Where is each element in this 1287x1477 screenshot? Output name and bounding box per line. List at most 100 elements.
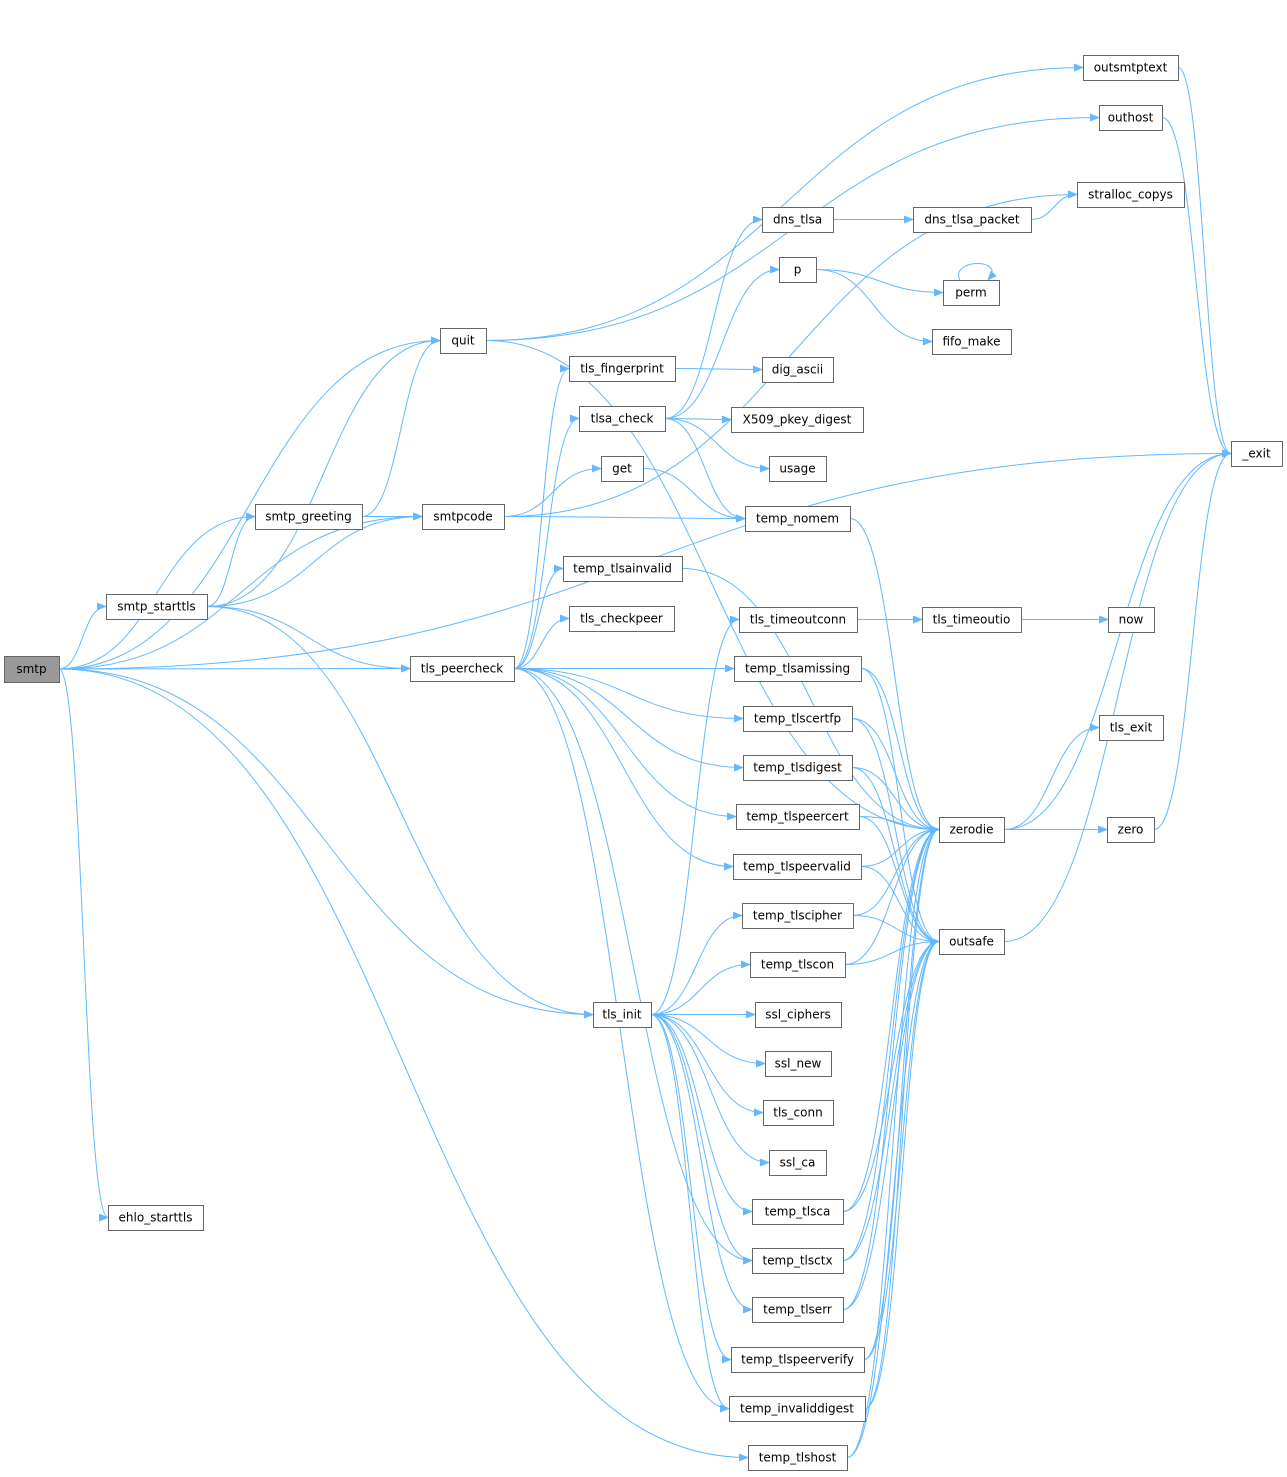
node-box-tls_exit[interactable] <box>1099 715 1164 741</box>
node-box-dns_tlsa[interactable] <box>762 207 834 233</box>
node-temp_tlspeerverify[interactable]: temp_tlspeerverify <box>731 1347 865 1373</box>
node-temp_tlserr[interactable]: temp_tlserr <box>752 1297 844 1323</box>
node-box-perm[interactable] <box>943 280 1000 306</box>
node-box-temp_tlshost[interactable] <box>748 1445 848 1471</box>
node-box-outsafe[interactable] <box>939 929 1005 955</box>
node-box-_exit[interactable] <box>1231 441 1283 467</box>
node-box-p[interactable] <box>779 257 817 283</box>
node-box-smtpcode[interactable] <box>422 504 505 530</box>
node-ssl_ca[interactable]: ssl_ca <box>769 1150 827 1176</box>
node-fifo_make[interactable]: fifo_make <box>932 329 1012 355</box>
node-box-temp_tlserr[interactable] <box>752 1297 844 1323</box>
node-smtp_starttls[interactable]: smtp_starttls <box>106 594 208 620</box>
node-temp_tlsctx[interactable]: temp_tlsctx <box>752 1248 844 1274</box>
node-box-tls_peercheck[interactable] <box>410 656 515 682</box>
node-box-smtp_starttls[interactable] <box>106 594 208 620</box>
node-now[interactable]: now <box>1108 607 1155 633</box>
node-box-ehlo_starttls[interactable] <box>108 1205 204 1231</box>
node-stralloc_copys[interactable]: stralloc_copys <box>1077 182 1185 208</box>
node-box-temp_tlscertfp[interactable] <box>743 706 853 732</box>
node-box-temp_tlscon[interactable] <box>750 952 846 978</box>
node-temp_tlspeervalid[interactable]: temp_tlspeervalid <box>733 854 862 880</box>
node-ssl_ciphers[interactable]: ssl_ciphers <box>755 1002 842 1028</box>
node-box-ssl_ca[interactable] <box>769 1150 827 1176</box>
node-box-quit[interactable] <box>440 328 487 354</box>
node-temp_invaliddigest[interactable]: temp_invaliddigest <box>729 1396 866 1422</box>
node-temp_tlsca[interactable]: temp_tlsca <box>752 1199 844 1225</box>
node-box-temp_tlsctx[interactable] <box>752 1248 844 1274</box>
node-box-now[interactable] <box>1108 607 1155 633</box>
node-outhost[interactable]: outhost <box>1099 105 1163 131</box>
node-outsmtptext[interactable]: outsmtptext <box>1083 55 1179 81</box>
node-box-ssl_ciphers[interactable] <box>755 1002 842 1028</box>
node-box-temp_tlspeervalid[interactable] <box>733 854 862 880</box>
node-box-fifo_make[interactable] <box>932 329 1012 355</box>
node-tls_timeoutconn[interactable]: tls_timeoutconn <box>739 607 858 633</box>
node-box-X509_pkey_digest[interactable] <box>731 407 864 433</box>
node-dns_tlsa[interactable]: dns_tlsa <box>762 207 834 233</box>
node-p[interactable]: p <box>779 257 817 283</box>
node-tls_timeoutio[interactable]: tls_timeoutio <box>922 607 1022 633</box>
node-outsafe[interactable]: outsafe <box>939 929 1005 955</box>
node-box-ssl_new[interactable] <box>765 1051 832 1077</box>
node-box-dns_tlsa_packet[interactable] <box>913 207 1032 233</box>
node-quit[interactable]: quit <box>440 328 487 354</box>
node-box-tls_init[interactable] <box>593 1002 652 1028</box>
node-_exit[interactable]: _exit <box>1231 441 1283 467</box>
node-box-tls_timeoutio[interactable] <box>922 607 1022 633</box>
node-temp_tlscertfp[interactable]: temp_tlscertfp <box>743 706 853 732</box>
node-temp_tlsamissing[interactable]: temp_tlsamissing <box>734 656 862 682</box>
node-zero[interactable]: zero <box>1107 817 1155 843</box>
node-tls_exit[interactable]: tls_exit <box>1099 715 1164 741</box>
node-box-temp_invaliddigest[interactable] <box>729 1396 866 1422</box>
node-box-temp_tlspeercert[interactable] <box>736 804 860 830</box>
node-smtpcode[interactable]: smtpcode <box>422 504 505 530</box>
node-box-temp_tlsdigest[interactable] <box>743 755 853 781</box>
node-box-temp_tlsamissing[interactable] <box>734 656 862 682</box>
node-box-temp_tlsainvalid[interactable] <box>563 556 683 582</box>
node-tlsa_check[interactable]: tlsa_check <box>579 406 666 432</box>
node-box-tls_conn[interactable] <box>763 1100 834 1126</box>
node-usage[interactable]: usage <box>769 456 827 482</box>
node-box-smtp_greeting[interactable] <box>255 504 363 530</box>
node-temp_tlsainvalid[interactable]: temp_tlsainvalid <box>563 556 683 582</box>
node-box-get[interactable] <box>601 456 644 482</box>
node-temp_tlsdigest[interactable]: temp_tlsdigest <box>743 755 853 781</box>
node-temp_tlscipher[interactable]: temp_tlscipher <box>742 903 854 929</box>
node-temp_nomem[interactable]: temp_nomem <box>745 506 851 532</box>
node-box-zero[interactable] <box>1107 817 1155 843</box>
node-tls_peercheck[interactable]: tls_peercheck <box>410 656 515 682</box>
node-zerodie[interactable]: zerodie <box>939 817 1005 843</box>
node-box-temp_nomem[interactable] <box>745 506 851 532</box>
node-tls_init[interactable]: tls_init <box>593 1002 652 1028</box>
node-box-outhost[interactable] <box>1099 105 1163 131</box>
node-ssl_new[interactable]: ssl_new <box>765 1051 832 1077</box>
node-box-usage[interactable] <box>769 456 827 482</box>
node-ehlo_starttls[interactable]: ehlo_starttls <box>108 1205 204 1231</box>
node-perm[interactable]: perm <box>943 280 1000 306</box>
node-box-temp_tlsca[interactable] <box>752 1199 844 1225</box>
node-smtp[interactable]: smtp <box>4 656 60 683</box>
node-box-stralloc_copys[interactable] <box>1077 182 1185 208</box>
node-X509_pkey_digest[interactable]: X509_pkey_digest <box>731 407 864 433</box>
node-tls_fingerprint[interactable]: tls_fingerprint <box>569 356 676 382</box>
node-box-tls_checkpeer[interactable] <box>569 606 675 632</box>
node-box-temp_tlspeerverify[interactable] <box>731 1347 865 1373</box>
node-dig_ascii[interactable]: dig_ascii <box>762 357 834 383</box>
node-get[interactable]: get <box>601 456 644 482</box>
node-temp_tlscon[interactable]: temp_tlscon <box>750 952 846 978</box>
node-smtp_greeting[interactable]: smtp_greeting <box>255 504 363 530</box>
node-box-tls_fingerprint[interactable] <box>569 356 676 382</box>
node-box-outsmtptext[interactable] <box>1083 55 1179 81</box>
node-box-tlsa_check[interactable] <box>579 406 666 432</box>
node-box-temp_tlscipher[interactable] <box>742 903 854 929</box>
node-tls_checkpeer[interactable]: tls_checkpeer <box>569 606 675 632</box>
node-box-dig_ascii[interactable] <box>762 357 834 383</box>
node-temp_tlshost[interactable]: temp_tlshost <box>748 1445 848 1471</box>
node-dns_tlsa_packet[interactable]: dns_tlsa_packet <box>913 207 1032 233</box>
node-tls_conn[interactable]: tls_conn <box>763 1100 834 1126</box>
node-box-zerodie[interactable] <box>939 817 1005 843</box>
node-temp_tlspeercert[interactable]: temp_tlspeercert <box>736 804 860 830</box>
node-box-smtp[interactable] <box>4 656 60 683</box>
node-box-tls_timeoutconn[interactable] <box>739 607 858 633</box>
